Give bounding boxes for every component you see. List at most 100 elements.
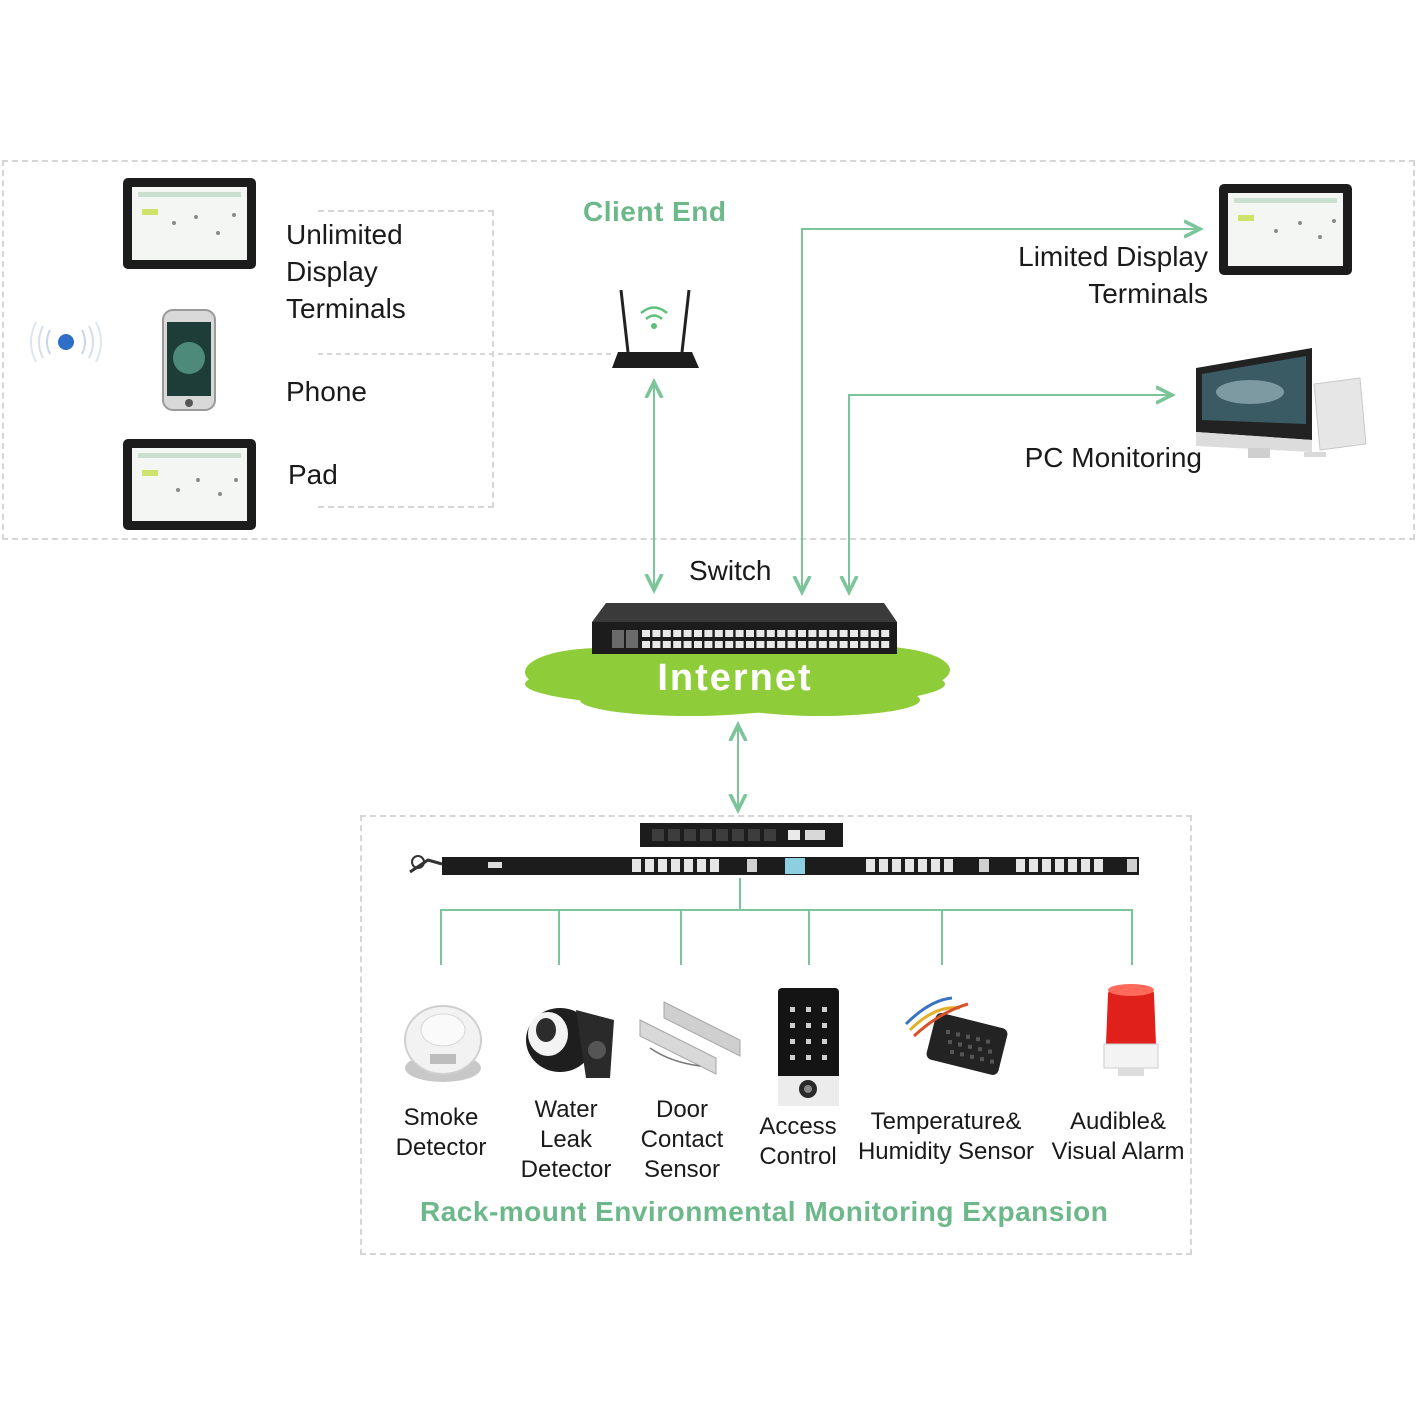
switch-port bbox=[829, 641, 838, 648]
switch-port bbox=[673, 641, 682, 648]
pdu-strip-outlet bbox=[645, 859, 654, 872]
smoke-detector-icon bbox=[404, 1005, 482, 1082]
door-contact-sensor-icon bbox=[639, 1001, 741, 1075]
switch-port bbox=[683, 641, 692, 648]
pc-monitoring-line bbox=[849, 395, 1172, 592]
keypad-key bbox=[790, 1039, 795, 1044]
keypad-key bbox=[806, 1039, 811, 1044]
switch-port bbox=[808, 641, 817, 648]
pdu-strip-outlet bbox=[1094, 859, 1103, 872]
switch-port bbox=[725, 641, 734, 648]
network-switch bbox=[592, 603, 897, 654]
pdu-outlet bbox=[764, 829, 776, 841]
unlimited-display-label: Unlimited Display Terminals bbox=[286, 219, 406, 324]
switch-port bbox=[787, 630, 796, 637]
keypad-key bbox=[790, 1023, 795, 1028]
pdu-strip-outlet bbox=[931, 859, 940, 872]
switch-port bbox=[839, 630, 848, 637]
switch-port bbox=[735, 641, 744, 648]
switch-port bbox=[735, 630, 744, 637]
sensor-vent-hole bbox=[960, 1052, 964, 1057]
pad-tablet bbox=[123, 439, 256, 530]
water-leak-detector-icon bbox=[526, 1008, 614, 1078]
sensor-vent-hole bbox=[976, 1037, 980, 1042]
pdu-outlet bbox=[652, 829, 664, 841]
keypad-key bbox=[806, 1023, 811, 1028]
pdu-strip-outlet bbox=[1068, 859, 1077, 872]
pdu-outlet bbox=[716, 829, 728, 841]
switch-port bbox=[850, 630, 858, 637]
switch-port bbox=[860, 641, 869, 648]
expansion-frame bbox=[360, 815, 1192, 1255]
switch-port bbox=[694, 630, 702, 637]
sensor-vent-hole bbox=[966, 1034, 970, 1039]
phone-label: Phone bbox=[286, 376, 367, 407]
pdu-strip-outlet bbox=[697, 859, 706, 872]
pdu-strip-outlet bbox=[710, 859, 719, 872]
pc-monitoring-label: PC Monitoring bbox=[1024, 442, 1202, 473]
pdu-strip-outlet bbox=[892, 859, 901, 872]
internet-label: Internet bbox=[657, 657, 813, 699]
sensor-vent-hole bbox=[948, 1040, 952, 1044]
switch-port bbox=[787, 641, 796, 648]
switch-port bbox=[818, 641, 827, 648]
pdu-horizontal bbox=[640, 823, 843, 847]
switch-port bbox=[881, 630, 890, 637]
client-end-frame bbox=[2, 160, 1415, 540]
sensor-vent-hole bbox=[968, 1044, 972, 1049]
client-end-title: Client End bbox=[583, 196, 727, 227]
switch-port bbox=[673, 630, 682, 637]
sensor-vent-hole bbox=[958, 1042, 962, 1047]
switch-port bbox=[766, 641, 775, 648]
switch-port bbox=[756, 641, 765, 648]
limited-display-label: Limited Display Terminals bbox=[1018, 241, 1208, 309]
keypad-key bbox=[806, 1055, 811, 1060]
pdu-outlet bbox=[700, 829, 712, 841]
pdu-strip-breaker bbox=[979, 859, 989, 872]
pdu-outlet bbox=[684, 829, 696, 841]
sensor-vent-hole bbox=[978, 1047, 982, 1052]
pc-monitor-icon bbox=[1196, 348, 1367, 458]
sensor-vent-hole bbox=[986, 1039, 990, 1044]
switch-port bbox=[777, 641, 786, 648]
sensor-vent-hole bbox=[970, 1054, 974, 1059]
pdu-vertical-strip bbox=[409, 855, 1139, 875]
sensor-vent-hole bbox=[980, 1057, 984, 1062]
switch-port bbox=[683, 630, 692, 637]
pdu-strip-outlet bbox=[918, 859, 927, 872]
phone-icon bbox=[162, 309, 216, 411]
pdu-strip-outlet bbox=[1042, 859, 1051, 872]
switch-port bbox=[704, 641, 713, 648]
switch-port bbox=[662, 641, 671, 648]
audible-visual-alarm-icon bbox=[1103, 984, 1159, 1076]
limited-display-tablet bbox=[1219, 184, 1352, 275]
switch-port bbox=[829, 630, 838, 637]
switch-port bbox=[714, 641, 723, 648]
access-control-icon bbox=[778, 988, 839, 1106]
pdu-strip-breaker bbox=[1127, 859, 1137, 872]
switch-port bbox=[839, 641, 848, 648]
pdu-strip-outlet bbox=[684, 859, 693, 872]
switch-port bbox=[777, 630, 786, 637]
pad-label: Pad bbox=[288, 459, 338, 490]
sensor-vent-hole bbox=[950, 1050, 954, 1054]
expansion-title: Rack-mount Environmental Monitoring Expa… bbox=[420, 1196, 1109, 1227]
wifi-signal-icon bbox=[30, 321, 102, 363]
client-devices-frame bbox=[318, 210, 494, 508]
keypad-key bbox=[822, 1007, 827, 1012]
limited-display-line bbox=[802, 229, 1200, 592]
pdu-strip-outlet bbox=[671, 859, 680, 872]
switch-port bbox=[766, 630, 775, 637]
pdu-strip-outlet bbox=[905, 859, 914, 872]
pdu-strip-outlet bbox=[632, 859, 641, 872]
temperature-humidity-sensor-icon bbox=[904, 996, 1008, 1075]
sensor-vent-hole bbox=[956, 1032, 960, 1037]
switch-port bbox=[725, 630, 734, 637]
switch-port bbox=[746, 641, 754, 648]
pdu-strip-outlet bbox=[1055, 859, 1064, 872]
keypad-key bbox=[822, 1023, 827, 1028]
